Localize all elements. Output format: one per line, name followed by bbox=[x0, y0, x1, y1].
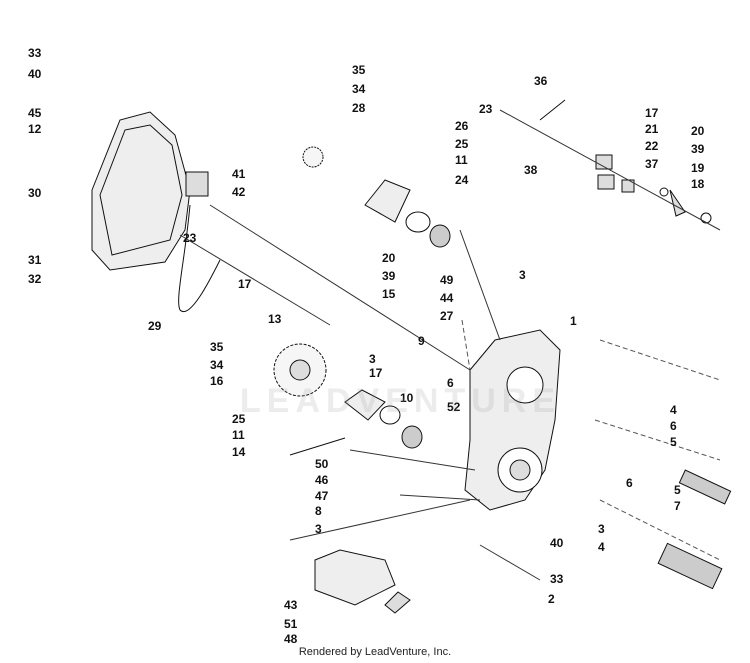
callout-4: 4 bbox=[598, 540, 605, 554]
callout-19: 19 bbox=[691, 161, 705, 175]
callout-34: 34 bbox=[352, 82, 366, 96]
callout-20: 20 bbox=[382, 251, 396, 265]
callout-33: 33 bbox=[550, 572, 564, 586]
callout-21: 21 bbox=[645, 122, 659, 136]
callout-12: 12 bbox=[28, 122, 42, 136]
drive-sprocket bbox=[302, 146, 324, 168]
callout-35: 35 bbox=[210, 340, 224, 354]
callout-10: 10 bbox=[400, 391, 414, 405]
callout-labels: 3340451230414231322317293534282625112420… bbox=[28, 46, 705, 646]
o-ring-upper bbox=[405, 211, 431, 233]
callout-7: 7 bbox=[674, 499, 681, 513]
callout-27: 27 bbox=[440, 309, 454, 323]
callout-46: 46 bbox=[315, 473, 329, 487]
callout-2: 2 bbox=[548, 592, 555, 606]
bearing-upper bbox=[429, 224, 451, 248]
upper-bearing bbox=[506, 366, 544, 404]
callout-20: 20 bbox=[691, 124, 705, 138]
callout-3: 3 bbox=[315, 522, 322, 536]
callout-50: 50 bbox=[315, 457, 329, 471]
callout-5: 5 bbox=[674, 483, 681, 497]
callout-51: 51 bbox=[284, 617, 298, 631]
callout-1: 1 bbox=[570, 314, 577, 328]
lower-guard-bracket bbox=[384, 591, 411, 614]
callout-11: 11 bbox=[455, 153, 468, 167]
callout-3: 3 bbox=[519, 268, 526, 282]
callout-30: 30 bbox=[28, 186, 42, 200]
callout-9: 9 bbox=[418, 334, 425, 348]
chaincase-cover bbox=[91, 111, 191, 271]
callout-43: 43 bbox=[284, 598, 298, 612]
callout-45: 45 bbox=[28, 106, 42, 120]
callout-26: 26 bbox=[455, 119, 469, 133]
callout-29: 29 bbox=[148, 319, 162, 333]
callout-23: 23 bbox=[183, 231, 197, 245]
callout-40: 40 bbox=[550, 536, 564, 550]
callout-25: 25 bbox=[232, 412, 246, 426]
callout-3: 3 bbox=[598, 522, 605, 536]
callout-17: 17 bbox=[645, 106, 659, 120]
callout-44: 44 bbox=[440, 291, 454, 305]
watermark: LEADVENTURE bbox=[240, 382, 562, 420]
callout-28: 28 bbox=[352, 101, 366, 115]
bearing-flange-upper bbox=[364, 179, 411, 223]
callout-14: 14 bbox=[232, 445, 246, 459]
callout-31: 31 bbox=[28, 253, 42, 267]
callout-16: 16 bbox=[210, 374, 224, 388]
shaft-stub bbox=[657, 542, 723, 590]
callout-6: 6 bbox=[626, 476, 633, 490]
callout-42: 42 bbox=[232, 185, 246, 199]
chaincase-label-plate bbox=[185, 171, 209, 197]
brake-cable bbox=[178, 204, 221, 313]
callout-40: 40 bbox=[28, 67, 42, 81]
callout-24: 24 bbox=[455, 173, 469, 187]
callout-48: 48 bbox=[284, 632, 298, 646]
bearing-flange-lower bbox=[344, 389, 386, 421]
callout-17: 17 bbox=[238, 277, 252, 291]
callout-6: 6 bbox=[447, 376, 454, 390]
callout-49: 49 bbox=[440, 273, 454, 287]
callout-8: 8 bbox=[315, 504, 322, 518]
speedo-drive bbox=[678, 469, 732, 505]
tensioner-arm bbox=[669, 189, 686, 217]
callout-34: 34 bbox=[210, 358, 224, 372]
callout-17: 17 bbox=[369, 366, 383, 380]
render-credit: Rendered by LeadVenture, Inc. bbox=[298, 646, 452, 658]
callout-47: 47 bbox=[315, 489, 329, 503]
lower-guard bbox=[314, 549, 396, 606]
callout-37: 37 bbox=[645, 157, 659, 171]
callout-11: 11 bbox=[232, 428, 245, 442]
callout-4: 4 bbox=[670, 403, 677, 417]
callout-13: 13 bbox=[268, 312, 282, 326]
callout-5: 5 bbox=[670, 435, 677, 449]
callout-52: 52 bbox=[447, 400, 461, 414]
callout-35: 35 bbox=[352, 63, 366, 77]
callout-23: 23 bbox=[479, 102, 493, 116]
bearing-lower bbox=[401, 425, 423, 449]
tensioner-bolt bbox=[539, 99, 566, 121]
callout-39: 39 bbox=[691, 142, 705, 156]
callout-15: 15 bbox=[382, 287, 396, 301]
callout-22: 22 bbox=[645, 139, 659, 153]
callout-18: 18 bbox=[691, 177, 705, 191]
callout-41: 41 bbox=[232, 167, 246, 181]
long-bolt bbox=[289, 437, 346, 456]
callout-3: 3 bbox=[369, 352, 376, 366]
callout-6: 6 bbox=[670, 419, 677, 433]
callout-25: 25 bbox=[455, 137, 469, 151]
callout-38: 38 bbox=[524, 163, 538, 177]
callout-33: 33 bbox=[28, 46, 42, 60]
callout-32: 32 bbox=[28, 272, 42, 286]
callout-39: 39 bbox=[382, 269, 396, 283]
callout-36: 36 bbox=[534, 74, 548, 88]
